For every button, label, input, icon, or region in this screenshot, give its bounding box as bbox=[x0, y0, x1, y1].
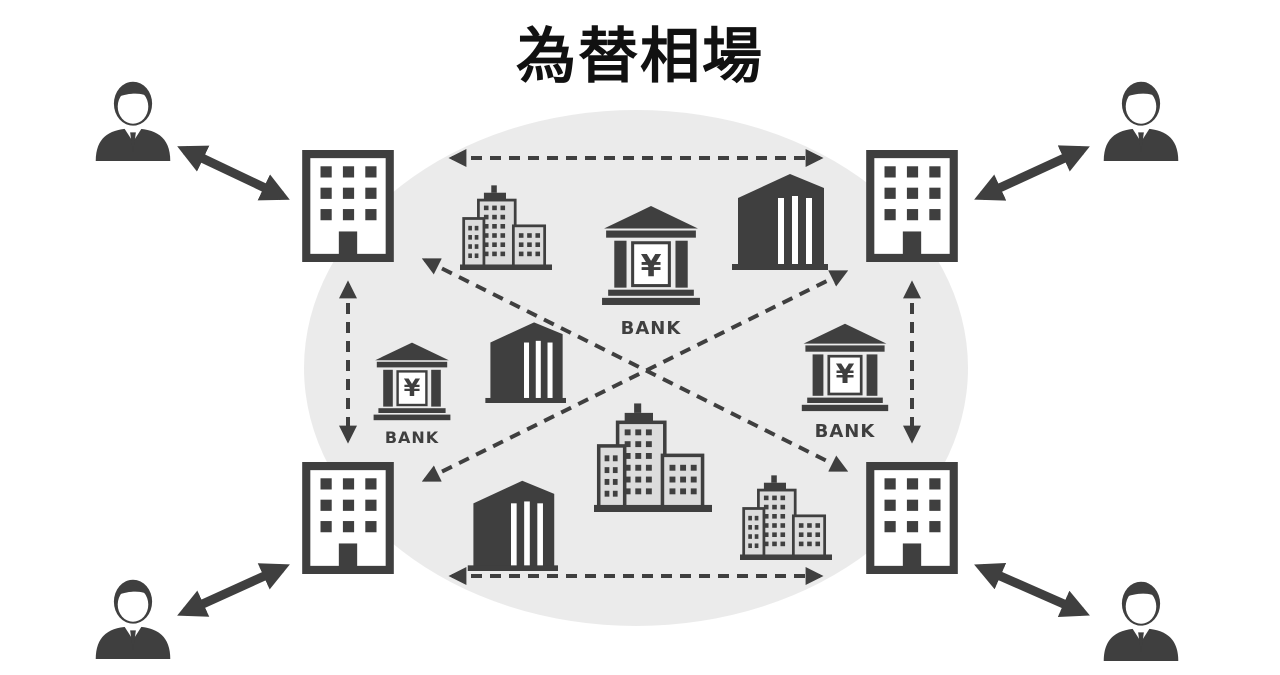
solid-arrow-bottom-left bbox=[177, 563, 290, 617]
user-icon-bottom-right bbox=[1103, 581, 1179, 661]
office-building-icon-top-right bbox=[870, 154, 953, 258]
bank-label: BANK bbox=[815, 421, 876, 442]
solid-arrow-top-left bbox=[177, 145, 290, 201]
bank-icon-center: ¥ BANK bbox=[600, 204, 702, 339]
solid-arrow-bottom-right bbox=[974, 562, 1090, 618]
yen-symbol: ¥ bbox=[836, 359, 855, 390]
yen-symbol: ¥ bbox=[641, 249, 662, 284]
bank-icon-left: ¥ BANK bbox=[372, 341, 452, 447]
office-building-icon-bottom-left bbox=[306, 466, 389, 570]
bank-label: BANK bbox=[621, 318, 682, 339]
user-icon-top-right bbox=[1103, 81, 1179, 161]
yen-symbol: ¥ bbox=[404, 374, 421, 402]
user-icon-bottom-left bbox=[95, 579, 171, 659]
office-building-icon-bottom-right bbox=[870, 466, 953, 570]
bank-icon-right: ¥ BANK bbox=[800, 322, 890, 442]
diagram-title: 為替相場 bbox=[516, 22, 764, 92]
bank-label: BANK bbox=[385, 428, 439, 447]
office-building-icon-top-left bbox=[306, 154, 389, 258]
solid-arrow-top-right bbox=[974, 145, 1090, 201]
dashed-arrow-diagonal-up bbox=[421, 270, 849, 482]
user-icon-top-left bbox=[95, 81, 171, 161]
